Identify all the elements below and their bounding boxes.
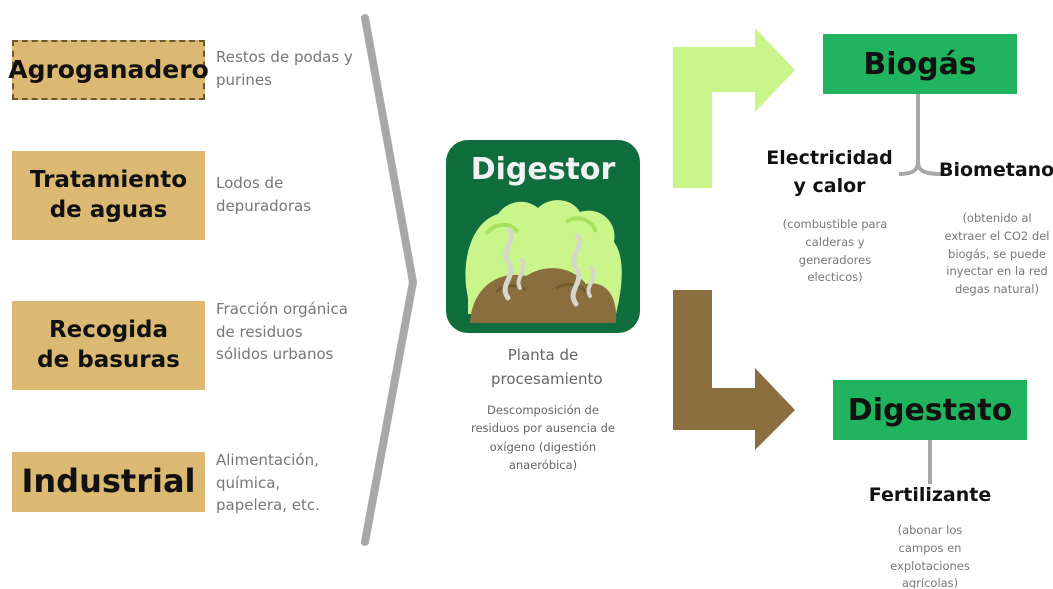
biogas-bracket	[898, 94, 942, 176]
source-title: Tratamiento de aguas	[29, 166, 188, 223]
chevron-bracket	[361, 14, 417, 546]
digestato-title: Digestato	[847, 392, 1013, 428]
digestor-tank: Digestor	[446, 140, 640, 333]
source-box-tratamiento: Tratamiento de aguas	[12, 151, 205, 240]
biometano-note: (obtenido al extraer el CO2 del biogás, …	[944, 211, 1050, 297]
biometano-label: Biometano	[939, 159, 1053, 181]
source-title: Agroganadero	[8, 54, 209, 84]
source-box-agroganadero: Agroganadero	[8, 40, 209, 100]
digestor-title: Digestor	[470, 152, 616, 187]
digestato-connector	[928, 440, 932, 484]
digestor-note: Descomposición de residuos por ausencia …	[470, 403, 615, 473]
source-desc: Lodos de depuradoras	[216, 174, 312, 215]
arrow-down-right-icon	[673, 290, 795, 450]
source-title: Recogida de basuras	[37, 316, 180, 373]
electricidad-label: Electricidad y calor	[766, 147, 893, 197]
source-title: Industrial	[21, 462, 196, 501]
source-desc: Fracción orgánica de residuos sólidos ur…	[216, 300, 348, 363]
biogas-box: Biogás	[823, 34, 1017, 94]
fertilizante-label: Fertilizante	[868, 484, 992, 506]
source-desc: Alimentación, química, papelera, etc.	[216, 451, 320, 514]
source-box-basuras: Recogida de basuras	[12, 301, 205, 390]
biomass-illustration	[465, 200, 622, 323]
source-box-industrial: Industrial	[12, 452, 205, 512]
biogas-title: Biogás	[863, 46, 977, 82]
fertilizante-note: (abonar los campos en explotaciones agrí…	[890, 523, 970, 588]
digestato-box: Digestato	[833, 380, 1027, 440]
source-desc: Restos de podas y purines	[216, 48, 353, 89]
digestor-subtitle: Planta de procesamiento	[491, 346, 603, 388]
arrow-up-right-icon	[673, 28, 795, 188]
electricidad-note: (combustible para calderas y generadores…	[782, 217, 888, 285]
